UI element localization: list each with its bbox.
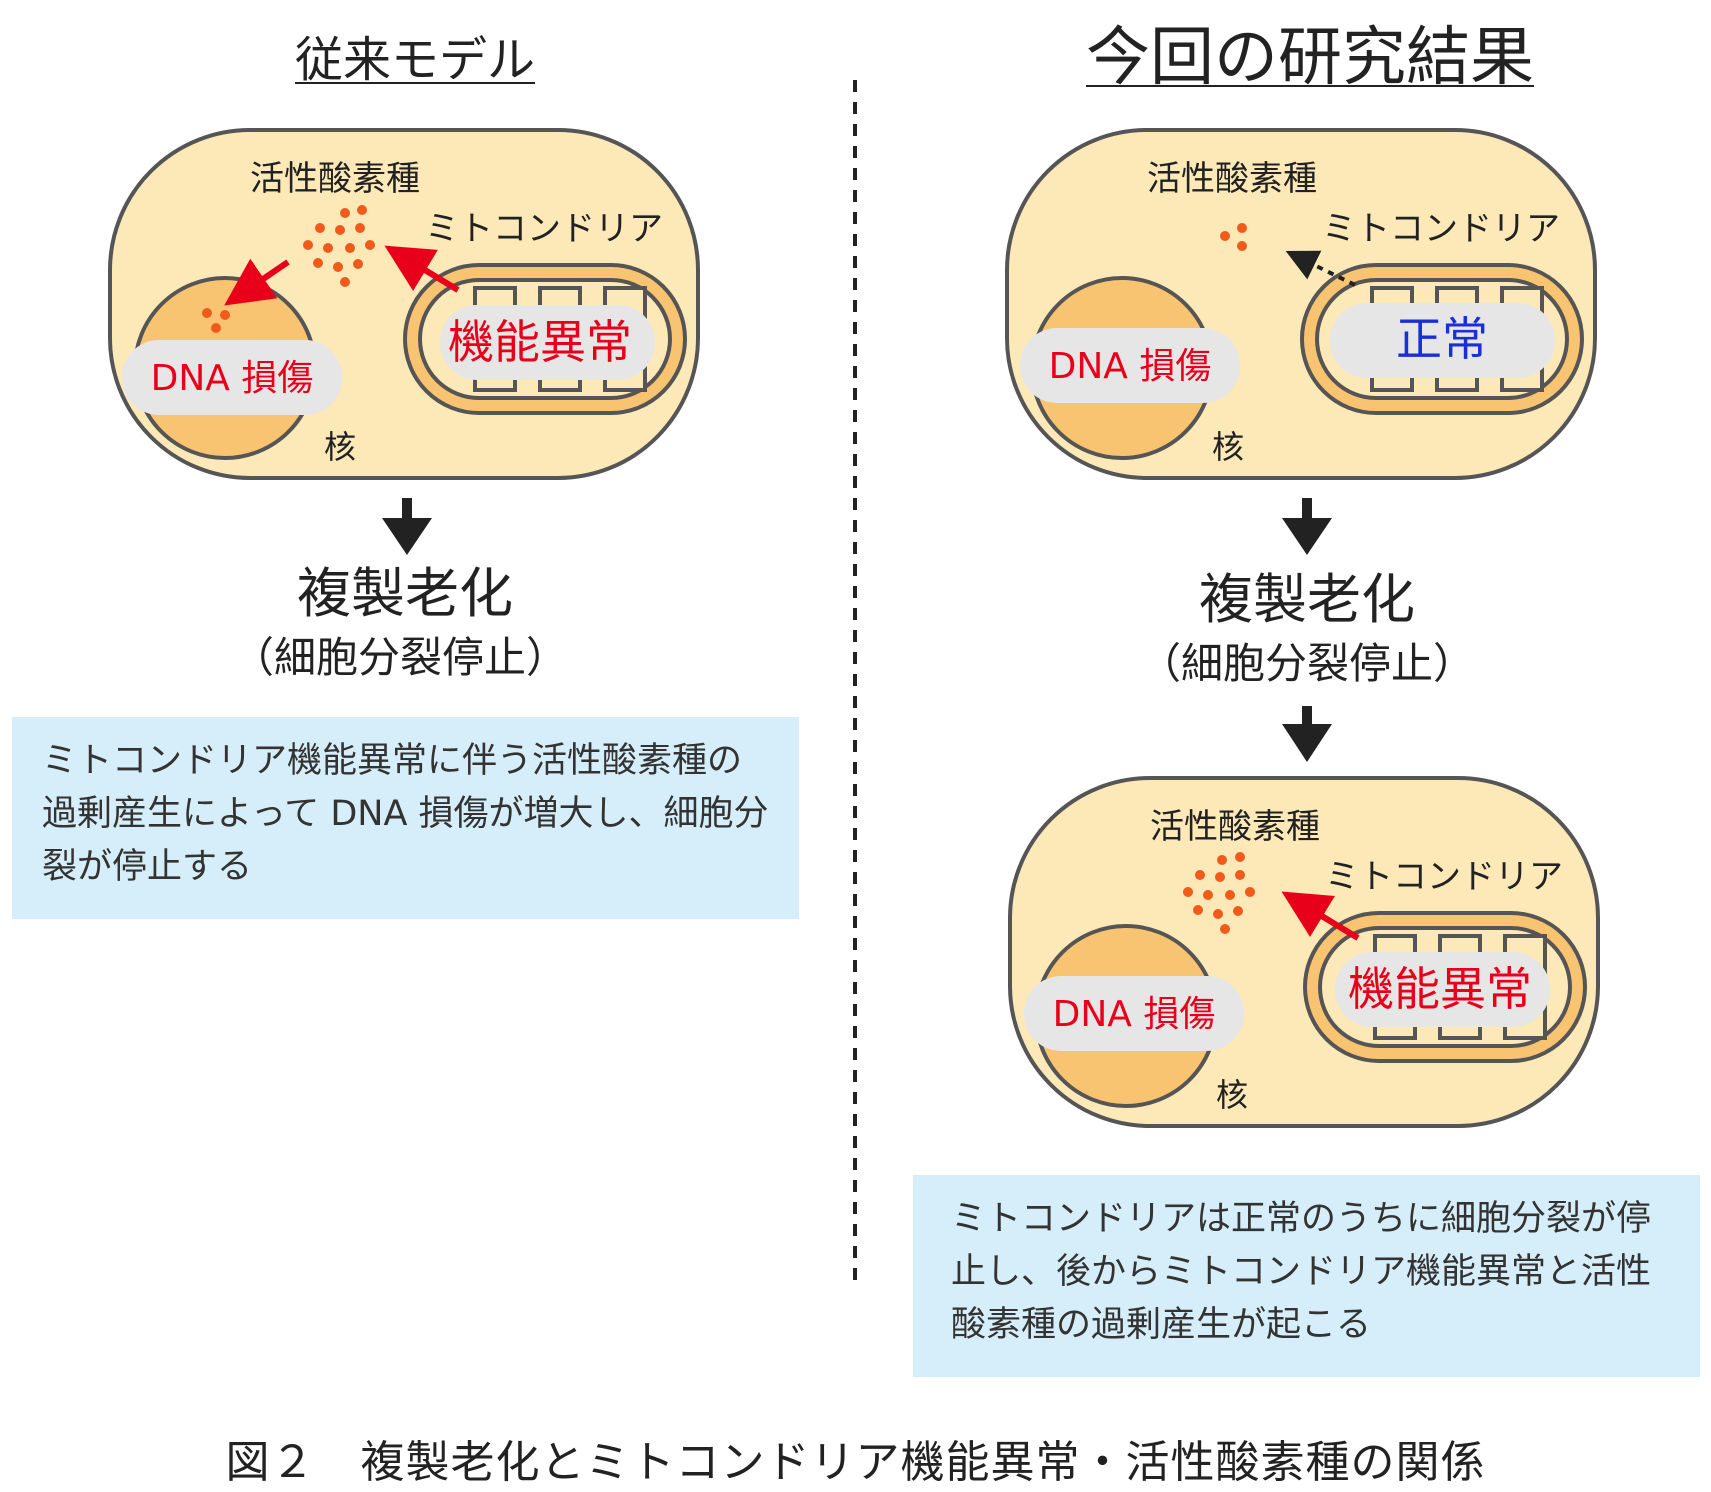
mito-label: ミトコンドリア	[425, 209, 663, 249]
right-down-arrow-1	[1282, 498, 1332, 555]
right-down-arrow-2	[1282, 706, 1332, 762]
dna-damage-pill	[1020, 328, 1240, 403]
left-cell: 機能異常 活性酸素種 ミトコンドリア DNA 損傷 核	[108, 128, 700, 480]
red-arrow-mito-to-ros	[1281, 891, 1360, 941]
figure-caption: 図２ 複製老化とミトコンドリア機能異常・活性酸素種の関係	[225, 1437, 1486, 1488]
red-arrow-mito-to-ros	[384, 245, 460, 293]
nucleus-label: 核	[324, 428, 356, 466]
dna-damage-pill	[122, 340, 342, 415]
mito-state-pill	[440, 305, 655, 380]
mito-state-pill	[1330, 303, 1555, 378]
ros-label: 活性酸素種	[1150, 807, 1320, 847]
left-explanation-box: ミトコンドリア機能異常に伴う活性酸素種の過剰産生によって DNA 損傷が増大し、…	[12, 717, 799, 919]
right-outcome-title: 複製老化	[1199, 568, 1415, 631]
left-down-arrow	[382, 498, 432, 555]
ros-dots	[1183, 852, 1255, 934]
mito-state-pill	[1335, 952, 1550, 1027]
nucleus-label: 核	[1212, 428, 1244, 466]
nucleus-label: 核	[1216, 1076, 1248, 1114]
dna-damage-label: DNA 損傷	[1053, 994, 1216, 1035]
left-outcome-sub: （細胞分裂停止）	[232, 633, 568, 682]
mito-state-label: 機能異常	[448, 315, 632, 369]
dna-damage-pill	[1024, 976, 1244, 1051]
right-explanation-box: ミトコンドリアは正常のうちに細胞分裂が停止し、後からミトコンドリア機能異常と活性…	[913, 1175, 1700, 1377]
right-outcome-sub: （細胞分裂停止）	[1139, 639, 1475, 688]
red-arrow-ros-to-nucleus	[224, 258, 290, 306]
mito-state-label: 正常	[1396, 312, 1488, 366]
right-bottom-cell: 機能異常 活性酸素種 ミトコンドリア DNA 損傷 核	[1008, 776, 1600, 1128]
ros-dots-nucleus	[202, 308, 230, 333]
mito-label: ミトコンドリア	[1325, 857, 1563, 897]
mito-label: ミトコンドリア	[1322, 209, 1560, 249]
dotted-arrow-mito-to-ros	[1285, 250, 1356, 287]
ros-dots	[303, 205, 375, 287]
left-heading: 従来モデル	[294, 32, 535, 88]
mito-state-label: 機能異常	[1348, 962, 1532, 1016]
right-heading: 今回の研究結果	[1086, 21, 1534, 95]
dna-damage-label: DNA 損傷	[151, 358, 314, 399]
dna-damage-label: DNA 損傷	[1049, 346, 1212, 387]
ros-label: 活性酸素種	[250, 159, 420, 199]
right-top-cell: 正常 活性酸素種 ミトコンドリア DNA 損傷 核	[1005, 128, 1597, 480]
ros-label: 活性酸素種	[1147, 159, 1317, 199]
left-outcome-title: 複製老化	[297, 562, 513, 625]
ros-dots	[1220, 223, 1247, 251]
